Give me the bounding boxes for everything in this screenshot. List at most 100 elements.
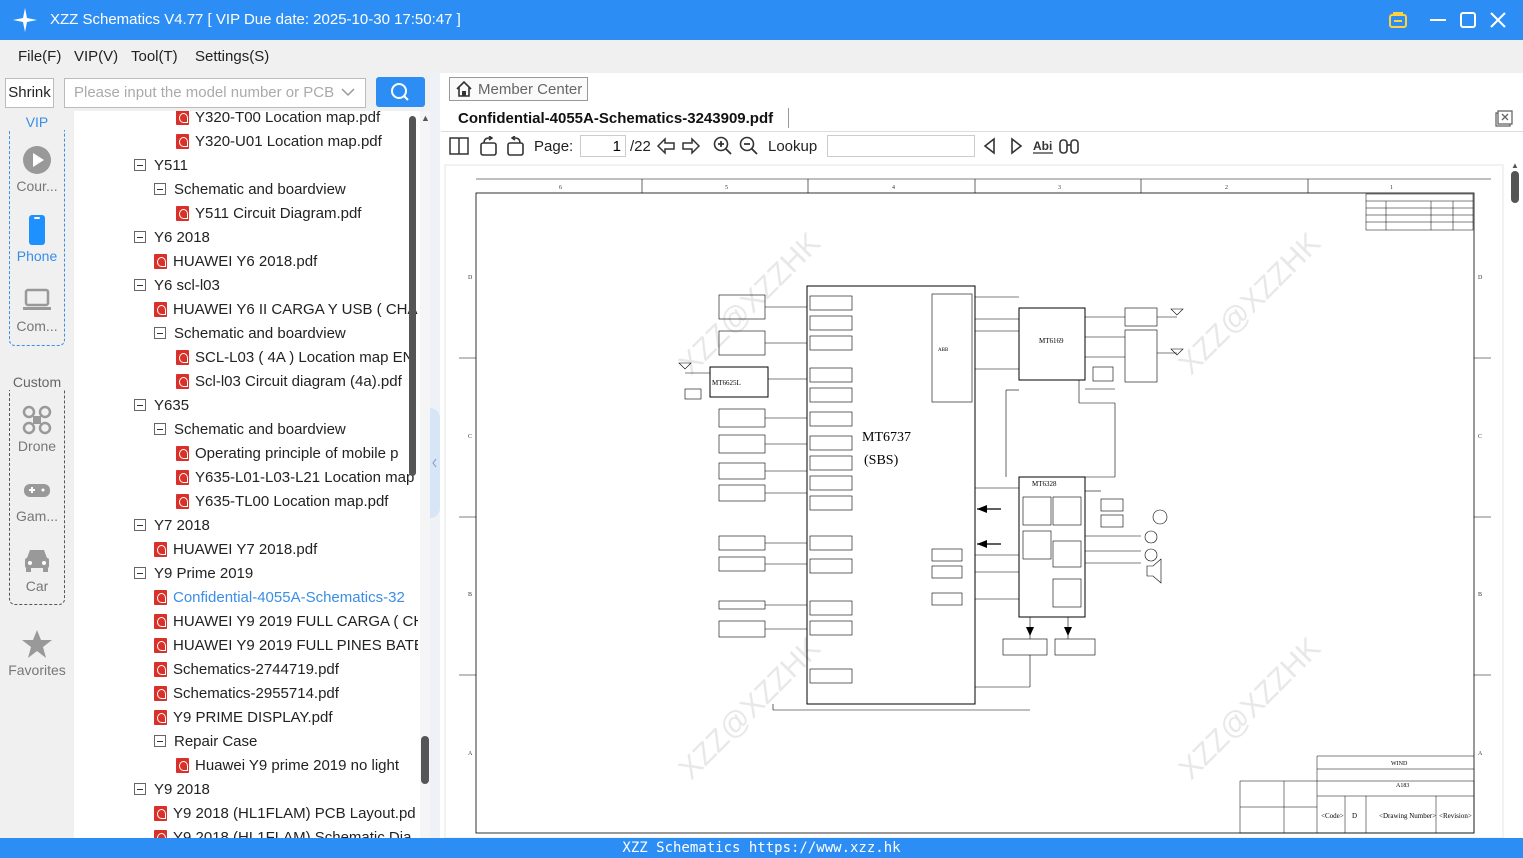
tree-file-item[interactable]: HUAWEI Y7 2018.pdf bbox=[154, 537, 317, 561]
vip-icon[interactable] bbox=[1386, 8, 1410, 32]
tree-folder-item[interactable]: Y6 scl-l03 bbox=[134, 273, 220, 297]
next-page-icon[interactable] bbox=[681, 136, 701, 156]
page-number-input[interactable]: 1 bbox=[580, 135, 626, 157]
viewer-scrollbar[interactable]: ▲ bbox=[1507, 161, 1523, 838]
nav-car[interactable]: Car bbox=[0, 544, 74, 594]
model-search-input[interactable]: Please input the model number or PCB bbox=[64, 78, 366, 108]
pdf-icon bbox=[176, 349, 189, 365]
svg-text:A: A bbox=[1478, 751, 1483, 757]
viewer-scrollbar-thumb[interactable] bbox=[1511, 171, 1519, 203]
lookup-input[interactable] bbox=[827, 135, 975, 157]
collapse-icon[interactable] bbox=[134, 231, 146, 243]
svg-text:D: D bbox=[1352, 812, 1357, 820]
collapse-icon[interactable] bbox=[134, 567, 146, 579]
nav-courses[interactable]: Cour... bbox=[0, 144, 74, 194]
tree-file-item[interactable]: Y635-TL00 Location map.pdf bbox=[176, 489, 388, 513]
find-previous-icon[interactable] bbox=[981, 136, 999, 156]
tree-file-item[interactable]: Y9 2018 (HL1FLAM) PCB Layout.pd bbox=[154, 801, 416, 825]
nav-favorites[interactable]: Favorites bbox=[0, 628, 74, 678]
menu-tool[interactable]: Tool(T) bbox=[131, 48, 178, 65]
tree-scrollbar-thumb[interactable] bbox=[409, 116, 416, 476]
zoom-in-icon[interactable] bbox=[713, 136, 733, 156]
tree-file-item[interactable]: Huawei Y9 prime 2019 no light bbox=[176, 753, 399, 777]
tree-file-item[interactable]: Operating principle of mobile p bbox=[176, 441, 398, 465]
scroll-up-icon[interactable]: ▲ bbox=[1511, 161, 1519, 170]
tree-folder-item[interactable]: Schematic and boardview bbox=[154, 417, 346, 441]
tree-folder-item[interactable]: Repair Case bbox=[154, 729, 257, 753]
tree-folder-item[interactable]: Y7 2018 bbox=[134, 513, 210, 537]
tree-file-item[interactable]: HUAWEI Y6 II CARGA Y USB ( CHAI bbox=[154, 297, 418, 321]
tree-outer-scrollbar[interactable]: ▲ bbox=[420, 111, 430, 838]
tree-file-item[interactable]: Y9 PRIME DISPLAY.pdf bbox=[154, 705, 333, 729]
shrink-button[interactable]: Shrink bbox=[5, 78, 54, 108]
tree-folder-item[interactable]: Y9 2018 bbox=[134, 777, 210, 801]
nav-phone[interactable]: Phone bbox=[0, 214, 74, 264]
collapse-icon[interactable] bbox=[134, 399, 146, 411]
member-center-button[interactable]: Member Center bbox=[449, 77, 588, 101]
close-icon[interactable] bbox=[1486, 8, 1510, 32]
tree-file-item[interactable]: SCL-L03 ( 4A ) Location map EN bbox=[176, 345, 413, 369]
tree-file-item[interactable]: Scl-l03 Circuit diagram (4a).pdf bbox=[176, 369, 402, 393]
tree-item-label: Confidential-4055A-Schematics-32 bbox=[173, 588, 405, 606]
rotate-left-icon[interactable] bbox=[479, 136, 499, 156]
collapse-handle[interactable] bbox=[430, 408, 440, 518]
svg-text:5: 5 bbox=[725, 185, 728, 191]
nav-drone[interactable]: Drone bbox=[0, 404, 74, 454]
tree-folder-item[interactable]: Y9 Prime 2019 bbox=[134, 561, 253, 585]
tree-file-item[interactable]: Y511 Circuit Diagram.pdf bbox=[176, 201, 361, 225]
menu-settings[interactable]: Settings(S) bbox=[195, 48, 270, 65]
collapse-icon[interactable] bbox=[154, 735, 166, 747]
svg-text:D: D bbox=[468, 275, 473, 281]
svg-text:A: A bbox=[468, 751, 473, 757]
tree-file-item[interactable]: Y635-L01-L03-L21 Location map bbox=[176, 465, 414, 489]
sidebar-toggle-icon[interactable] bbox=[449, 136, 469, 156]
search-button[interactable] bbox=[376, 77, 425, 107]
menu-file[interactable]: File(F) bbox=[18, 48, 62, 65]
pdf-icon bbox=[154, 589, 167, 605]
collapse-icon[interactable] bbox=[134, 519, 146, 531]
tree-item-label: Y635 bbox=[154, 396, 190, 414]
tree-outer-scrollbar-thumb[interactable] bbox=[421, 736, 429, 784]
maximize-icon[interactable] bbox=[1456, 8, 1480, 32]
tree-file-item[interactable]: Y320-T00 Location map.pdf bbox=[176, 111, 380, 129]
nav-computer[interactable]: Com... bbox=[0, 284, 74, 334]
tree-folder-item[interactable]: Schematic and boardview bbox=[154, 321, 346, 345]
pdf-icon bbox=[154, 685, 167, 701]
tree-file-item[interactable]: HUAWEI Y6 2018.pdf bbox=[154, 249, 317, 273]
tree-file-item[interactable]: Schematics-2955714.pdf bbox=[154, 681, 339, 705]
collapse-icon[interactable] bbox=[154, 423, 166, 435]
binoculars-icon[interactable] bbox=[1058, 136, 1080, 156]
close-document-icon[interactable] bbox=[1495, 110, 1513, 128]
scroll-up-icon[interactable]: ▲ bbox=[421, 113, 430, 123]
collapse-icon[interactable] bbox=[134, 783, 146, 795]
collapse-icon[interactable] bbox=[154, 183, 166, 195]
collapse-icon[interactable] bbox=[154, 327, 166, 339]
tree-file-item[interactable]: HUAWEI Y9 2019 FULL CARGA ( CH bbox=[154, 609, 418, 633]
rotate-right-icon[interactable] bbox=[505, 136, 525, 156]
collapse-icon[interactable] bbox=[134, 159, 146, 171]
pane-splitter[interactable] bbox=[430, 73, 440, 838]
tree-folder-item[interactable]: Y635 bbox=[134, 393, 189, 417]
tree-file-item[interactable]: Y9 2018 (HL1FLAM) Schematic Dia bbox=[154, 825, 411, 838]
svg-text:<Code>: <Code> bbox=[1321, 812, 1344, 820]
phone-icon bbox=[29, 215, 45, 245]
match-case-icon[interactable]: Abi bbox=[1032, 136, 1054, 156]
previous-page-icon[interactable] bbox=[656, 136, 676, 156]
find-next-icon[interactable] bbox=[1007, 136, 1025, 156]
tree-file-item[interactable]: Confidential-4055A-Schematics-32 bbox=[154, 585, 405, 609]
chevron-down-icon[interactable] bbox=[341, 87, 355, 97]
tree-file-item[interactable]: HUAWEI Y9 2019 FULL PINES BATE bbox=[154, 633, 418, 657]
collapse-icon[interactable] bbox=[134, 279, 146, 291]
pdf-viewer[interactable]: XZZ@XZZHK XZZ@XZZHK XZZ@XZZHK XZZ@XZZHK … bbox=[441, 161, 1523, 838]
tree-folder-item[interactable]: Y511 bbox=[134, 153, 188, 177]
tree-folder-item[interactable]: Y6 2018 bbox=[134, 225, 210, 249]
document-tab[interactable]: Confidential-4055A-Schematics-3243909.pd… bbox=[441, 106, 1523, 132]
menu-vip[interactable]: VIP(V) bbox=[74, 48, 119, 65]
zoom-out-icon[interactable] bbox=[739, 136, 759, 156]
minimize-icon[interactable] bbox=[1426, 8, 1450, 32]
tree-file-item[interactable]: Schematics-2744719.pdf bbox=[154, 657, 339, 681]
tree-scrollbar[interactable] bbox=[408, 111, 418, 838]
nav-game[interactable]: Gam... bbox=[0, 474, 74, 524]
tree-file-item[interactable]: Y320-U01 Location map.pdf bbox=[176, 129, 382, 153]
tree-folder-item[interactable]: Schematic and boardview bbox=[154, 177, 346, 201]
